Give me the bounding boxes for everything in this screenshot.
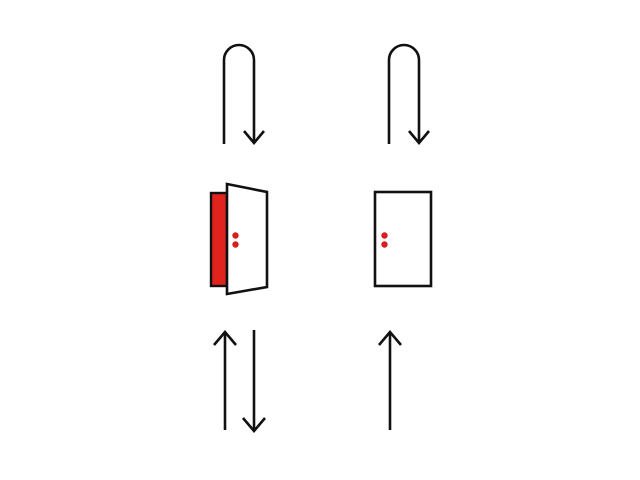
door-frame-red bbox=[209, 191, 229, 288]
arrow-up-icon bbox=[213, 329, 237, 430]
door-knob-bottom bbox=[232, 241, 239, 248]
open-door-icon bbox=[209, 182, 269, 296]
two-way-arrows bbox=[213, 329, 266, 434]
closed-door-icon bbox=[373, 190, 433, 288]
right-column bbox=[373, 43, 433, 430]
u-turn-down-icon bbox=[222, 43, 265, 146]
door-knob-bottom bbox=[381, 241, 388, 248]
arrow-up-icon bbox=[378, 329, 402, 430]
left-column bbox=[209, 43, 269, 434]
door-leaf bbox=[373, 190, 433, 288]
u-turn-down-icon bbox=[387, 43, 430, 146]
arrow-down-icon bbox=[242, 330, 266, 434]
door-knob-top bbox=[381, 232, 388, 239]
door-knob-top bbox=[232, 232, 239, 239]
door-leaf bbox=[225, 182, 269, 296]
